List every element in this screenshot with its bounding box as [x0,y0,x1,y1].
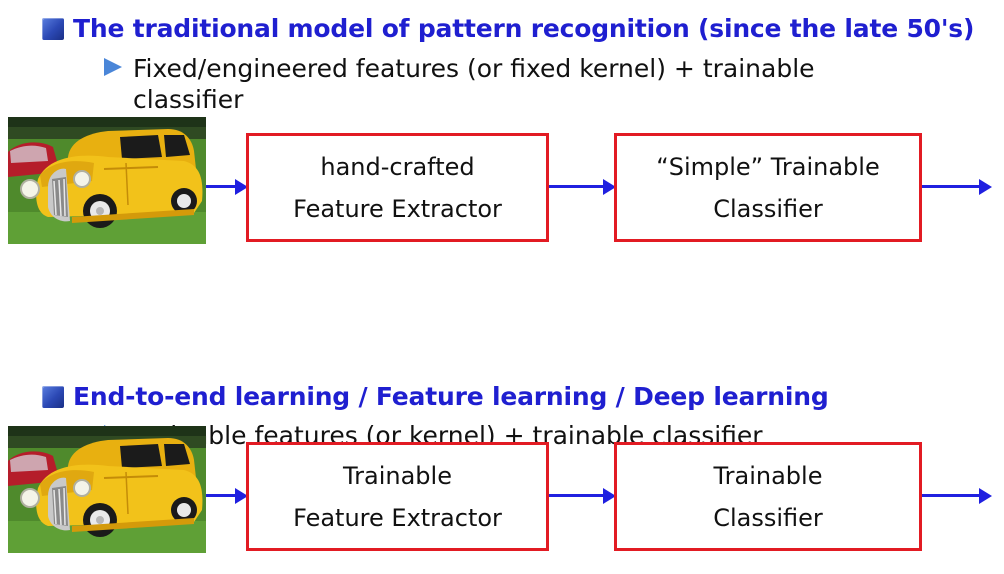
input-car-photo-1 [8,117,206,244]
section1-subpoint: Fixed/engineered features (or fixed kern… [104,53,815,115]
feature-extractor-box-1-line1: hand-crafted [320,152,475,181]
classifier-box-1: “Simple” Trainable Classifier [614,133,922,242]
arrow-classifier-output-2 [922,488,992,504]
section2-heading-text: End-to-end learning / Feature learning /… [73,382,829,411]
classifier-box-1-line2: Classifier [713,194,823,223]
arrow-extractor-to-classifier-1 [549,179,616,195]
section1-heading-text: The traditional model of pattern recogni… [73,14,975,43]
section2-heading: End-to-end learning / Feature learning /… [42,382,829,411]
classifier-box-2-line2: Classifier [713,503,823,532]
classifier-box-2-line1: Trainable [713,461,823,490]
feature-extractor-box-1: hand-crafted Feature Extractor [246,133,549,242]
classifier-box-1-line1: “Simple” Trainable [656,152,880,181]
feature-extractor-box-2-line1: Trainable [343,461,452,490]
blue-square-bullet-icon [42,17,64,40]
feature-extractor-box-2: Trainable Feature Extractor [246,442,549,551]
section1-subpoint-line2: classifier [133,85,244,114]
arrow-extractor-to-classifier-2 [549,488,616,504]
feature-extractor-box-2-line2: Feature Extractor [293,503,502,532]
input-car-photo-2 [8,426,206,553]
classifier-box-2: Trainable Classifier [614,442,922,551]
arrow-classifier-output-1 [922,179,992,195]
arrow-photo-to-extractor-1 [206,179,248,195]
blue-square-bullet-icon [42,385,64,408]
arrow-photo-to-extractor-2 [206,488,248,504]
section1-heading: The traditional model of pattern recogni… [42,14,974,43]
feature-extractor-box-1-line2: Feature Extractor [293,194,502,223]
blue-triangle-bullet-icon [104,58,122,76]
section1-subpoint-line1: Fixed/engineered features (or fixed kern… [133,54,815,83]
